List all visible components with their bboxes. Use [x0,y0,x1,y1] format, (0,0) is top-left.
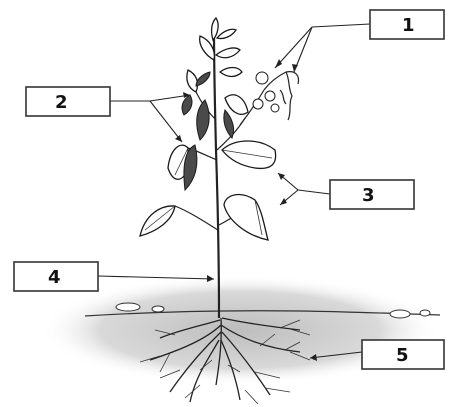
label-box-5: 5 [362,340,444,369]
label-4-text: 4 [48,267,61,288]
plant-leaves [140,18,276,240]
label-5-text: 5 [396,345,409,366]
label-box-4: 4 [14,262,98,291]
label-3-text: 3 [362,185,375,206]
label-box-1: 1 [370,10,444,39]
label-box-3: 3 [330,180,414,209]
label-1-text: 1 [402,15,415,36]
label-box-2: 2 [26,87,110,116]
label-2-text: 2 [55,92,68,113]
